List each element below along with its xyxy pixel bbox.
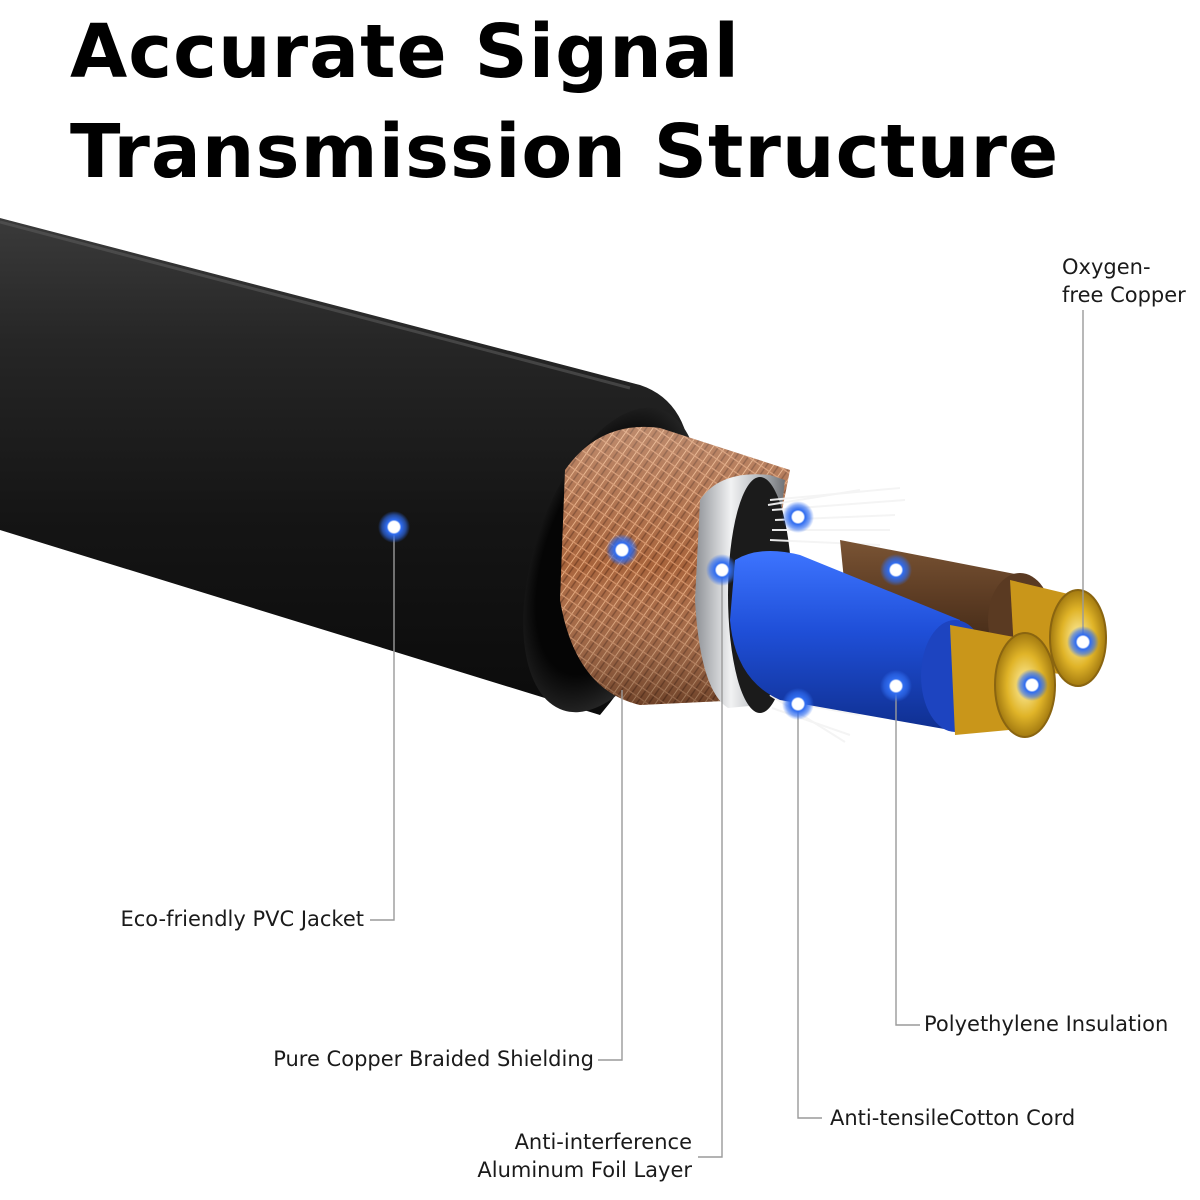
leader-line-copper-braid — [598, 690, 623, 1061]
callout-pvc-jacket-label: Eco-friendly PVC Jacket — [120, 907, 364, 931]
callout-copper-braid-label: Pure Copper Braided Shielding — [273, 1047, 594, 1071]
marker-dot-icon — [1067, 626, 1099, 658]
callout-cotton-cord-label: Anti-tensileCotton Cord — [830, 1106, 1076, 1130]
callout-oxygen-free-copper: Oxygen- free Copper — [1062, 253, 1186, 309]
leader-line-pe-insulation — [895, 686, 920, 1026]
leader-line-cotton-cord — [797, 704, 822, 1119]
callout-copper-braid: Pure Copper Braided Shielding — [273, 1045, 594, 1073]
marker-dots — [378, 501, 1099, 720]
callout-oxygen-free-copper-line1: Oxygen- — [1062, 255, 1151, 279]
leader-line-pvc-jacket — [370, 527, 395, 921]
leader-lines — [370, 310, 1084, 1158]
marker-dot-icon — [606, 534, 638, 566]
leader-line-aluminum-foil — [698, 570, 723, 1158]
callout-cotton-cord: Anti-tensileCotton Cord — [830, 1104, 1075, 1132]
callout-pvc-jacket: Eco-friendly PVC Jacket — [120, 905, 364, 933]
title-line-2: Transmission Structure — [70, 109, 1060, 195]
callout-pe-insulation-label: Polyethylene Insulation — [924, 1012, 1169, 1036]
marker-dot-icon — [1016, 669, 1048, 701]
marker-dot-icon — [782, 688, 814, 720]
callout-aluminum-foil: Anti-interference Aluminum Foil Layer — [477, 1128, 692, 1184]
title-line-1: Accurate Signal — [70, 9, 741, 95]
marker-dot-icon — [378, 511, 410, 543]
marker-dot-icon — [706, 554, 738, 586]
marker-dot-icon — [782, 501, 814, 533]
callout-pe-insulation: Polyethylene Insulation — [924, 1010, 1168, 1038]
callout-aluminum-foil-line1: Anti-interference — [514, 1130, 692, 1154]
callout-oxygen-free-copper-line2: free Copper — [1062, 283, 1186, 307]
marker-dot-icon — [880, 670, 912, 702]
callout-aluminum-foil-line2: Aluminum Foil Layer — [477, 1158, 692, 1182]
marker-dot-icon — [880, 554, 912, 586]
